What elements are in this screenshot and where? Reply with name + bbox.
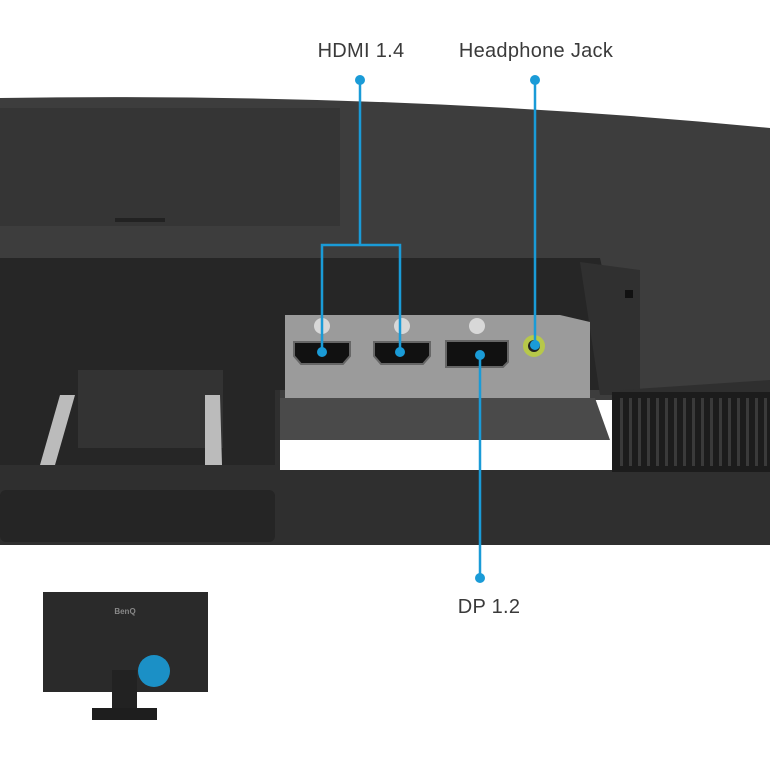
vent-slat bbox=[746, 398, 749, 466]
headphone-jack-label: Headphone Jack bbox=[458, 40, 614, 62]
vent-slat bbox=[728, 398, 731, 466]
port-location-highlight bbox=[138, 655, 170, 687]
vent-slat bbox=[647, 398, 650, 466]
vent-slat bbox=[665, 398, 668, 466]
brand-logo: BenQ bbox=[114, 607, 135, 616]
hdmi-label: HDMI 1.4 bbox=[317, 40, 405, 62]
vent-slat bbox=[764, 398, 767, 466]
vesa-panel bbox=[0, 108, 340, 226]
vent-slat bbox=[629, 398, 632, 466]
vent-slat bbox=[719, 398, 722, 466]
port-ledge bbox=[280, 398, 610, 440]
vent-slat bbox=[737, 398, 740, 466]
vent-slat bbox=[674, 398, 677, 466]
port-panel bbox=[285, 315, 590, 398]
vent-slat bbox=[755, 398, 758, 466]
vent-slat bbox=[620, 398, 623, 466]
vent-slat bbox=[710, 398, 713, 466]
callout-lines bbox=[320, 80, 537, 578]
vent-slat bbox=[701, 398, 704, 466]
screw-icon bbox=[394, 318, 410, 334]
vent-slat bbox=[656, 398, 659, 466]
vesa-slot bbox=[115, 218, 165, 222]
stand-base bbox=[0, 490, 275, 542]
vent-slats bbox=[620, 398, 767, 466]
vent-slat bbox=[638, 398, 641, 466]
dp-label: DP 1.2 bbox=[457, 596, 521, 618]
callout-dots bbox=[317, 75, 540, 583]
lock-icon bbox=[625, 290, 633, 298]
stand-highlight bbox=[40, 395, 222, 465]
vent-slat bbox=[692, 398, 695, 466]
stand-neck bbox=[78, 370, 223, 448]
vent-slat bbox=[683, 398, 686, 466]
monitor-thumbnail: BenQ bbox=[43, 592, 208, 720]
screw-icon bbox=[469, 318, 485, 334]
